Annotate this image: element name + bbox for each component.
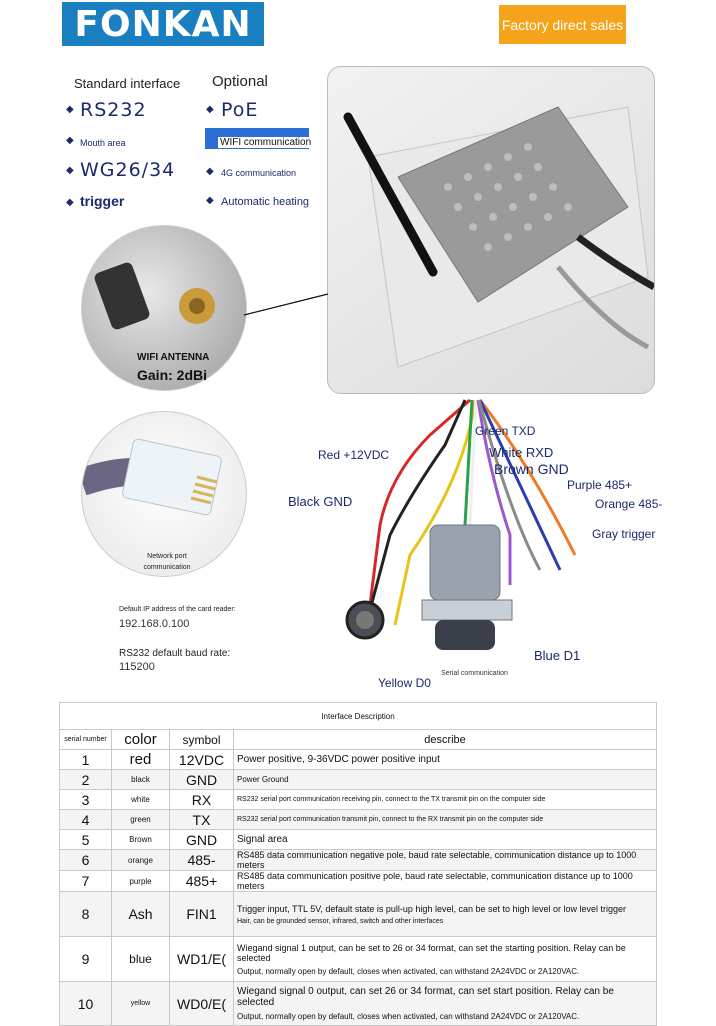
reader-illustration bbox=[343, 106, 654, 368]
feature-wg: WG26/34 bbox=[80, 159, 176, 181]
ip-value: 192.168.0.100 bbox=[119, 618, 190, 630]
row-description: Signal area bbox=[233, 829, 657, 850]
row-symbol: 485+ bbox=[169, 870, 234, 892]
optional-heading: Optional bbox=[212, 73, 268, 90]
feature-4g: 4G communication bbox=[221, 168, 297, 178]
wire-label-orange: Orange 485- bbox=[595, 497, 663, 511]
wire-label-white: White RXD bbox=[489, 445, 554, 460]
row-number: 4 bbox=[59, 809, 112, 830]
row-symbol: GND bbox=[169, 769, 234, 790]
wire-label-gray: Gray trigger bbox=[592, 527, 656, 541]
row-symbol: RX bbox=[169, 789, 234, 810]
antenna-title: WIFI ANTENNA bbox=[137, 352, 210, 363]
network-port-photo bbox=[81, 411, 247, 577]
factory-sales-badge: Factory direct sales bbox=[499, 5, 626, 44]
feature-rs232: RS232 bbox=[80, 99, 147, 121]
baud-heading: RS232 default baud rate: bbox=[119, 648, 231, 659]
feature-trigger: trigger bbox=[80, 193, 125, 209]
row-description-line2: Hair, can be grounded sensor, infrared, … bbox=[237, 917, 444, 925]
row-description: Power positive, 9-36VDC power positive i… bbox=[233, 749, 657, 770]
row-number: 10 bbox=[59, 981, 112, 1026]
wire-label-yellow: Yellow D0 bbox=[378, 676, 431, 690]
row-number: 5 bbox=[59, 829, 112, 850]
row-number: 3 bbox=[59, 789, 112, 810]
feature-heating: Automatic heating bbox=[221, 196, 310, 208]
bullet-icon: ◆ bbox=[66, 197, 74, 208]
row-color: white bbox=[111, 789, 170, 810]
row-color: Ash bbox=[111, 891, 170, 937]
wire-label-blue: Blue D1 bbox=[534, 648, 581, 663]
brand-logo: FONKAN bbox=[62, 2, 264, 46]
wire-label-purple: Purple 485+ bbox=[567, 478, 633, 492]
network-port-label: Network port communication bbox=[143, 553, 191, 571]
row-color: purple bbox=[111, 870, 170, 892]
wire-label-red: Red +12VDC bbox=[318, 448, 390, 462]
row-number: 7 bbox=[59, 870, 112, 892]
antenna-closeup-photo bbox=[81, 225, 247, 391]
row-description-line2: Output, normally open by default, closes… bbox=[237, 966, 580, 976]
wire-label-green: Green TXD bbox=[475, 424, 536, 438]
row-color: orange bbox=[111, 849, 170, 871]
wiring-illustration bbox=[345, 398, 577, 650]
row-description: RS232 serial port communication transmit… bbox=[233, 809, 657, 830]
bullet-icon: ◆ bbox=[66, 135, 74, 146]
reader-product-photo bbox=[327, 66, 655, 394]
row-symbol: 485- bbox=[169, 849, 234, 871]
row-symbol: WD1/E( bbox=[169, 936, 234, 982]
row-number: 1 bbox=[59, 749, 112, 770]
row-number: 2 bbox=[59, 769, 112, 790]
interface-table: Interface Description serial number colo… bbox=[59, 702, 657, 1026]
row-color: black bbox=[111, 769, 170, 790]
row-number: 6 bbox=[59, 849, 112, 871]
baud-value: 115200 bbox=[119, 661, 155, 673]
bullet-icon: ◆ bbox=[206, 195, 214, 206]
row-description: Wiegand signal 0 output, can set 26 or 3… bbox=[233, 981, 657, 1026]
row-description-line1: Wiegand signal 0 output, can set 26 or 3… bbox=[237, 986, 614, 1008]
wire-label-black: Black GND bbox=[288, 494, 353, 509]
row-color: Brown bbox=[111, 829, 170, 850]
bullet-icon: ◆ bbox=[66, 165, 74, 176]
row-color: yellow bbox=[111, 981, 170, 1026]
row-number: 9 bbox=[59, 936, 112, 982]
bullet-icon: ◆ bbox=[206, 166, 214, 177]
bullet-icon: ◆ bbox=[66, 104, 74, 115]
row-description: Power Ground bbox=[233, 769, 657, 790]
rj45-illustration bbox=[82, 438, 222, 516]
header-serial-number: serial number bbox=[59, 729, 112, 750]
row-description-line1: Wiegand signal 1 output, can be set to 2… bbox=[237, 942, 626, 963]
serial-label: Serial communication bbox=[441, 670, 508, 677]
row-symbol: WD0/E( bbox=[169, 981, 234, 1026]
row-description-line2: Output, normally open by default, closes… bbox=[237, 1012, 580, 1021]
antenna-pointer-line bbox=[243, 293, 329, 316]
row-color: green bbox=[111, 809, 170, 830]
row-symbol: GND bbox=[169, 829, 234, 850]
feature-wifi: WIFI communication bbox=[218, 137, 314, 148]
header-describe: describe bbox=[233, 729, 657, 750]
antenna-connector-illustration bbox=[94, 262, 215, 330]
standard-interface-heading: Standard interface bbox=[74, 76, 181, 91]
row-description-line1: Trigger input, TTL 5V, default state is … bbox=[237, 903, 627, 914]
row-number: 8 bbox=[59, 891, 112, 937]
row-symbol: 12VDC bbox=[169, 749, 234, 770]
bullet-icon: ◆ bbox=[206, 104, 214, 115]
feature-poe: PoE bbox=[221, 99, 259, 121]
row-description: Wiegand signal 1 output, can be set to 2… bbox=[233, 936, 657, 982]
row-description: Trigger input, TTL 5V, default state is … bbox=[233, 891, 657, 937]
row-description: RS485 data communication negative pole, … bbox=[233, 849, 657, 871]
row-color: blue bbox=[111, 936, 170, 982]
row-symbol: FIN1 bbox=[169, 891, 234, 937]
feature-mouth-area: Mouth area bbox=[80, 138, 126, 148]
ip-heading: Default IP address of the card reader: bbox=[119, 606, 236, 613]
header-symbol: symbol bbox=[169, 729, 234, 750]
row-color: red bbox=[111, 749, 170, 770]
antenna-gain: Gain: 2dBi bbox=[137, 367, 208, 383]
row-symbol: TX bbox=[169, 809, 234, 830]
row-description: RS232 serial port communication receivin… bbox=[233, 789, 657, 810]
header-color: color bbox=[111, 729, 170, 750]
row-description: RS485 data communication positive pole, … bbox=[233, 870, 657, 892]
table-caption: Interface Description bbox=[59, 702, 657, 730]
wire-label-brown: Brown GND bbox=[494, 461, 569, 477]
